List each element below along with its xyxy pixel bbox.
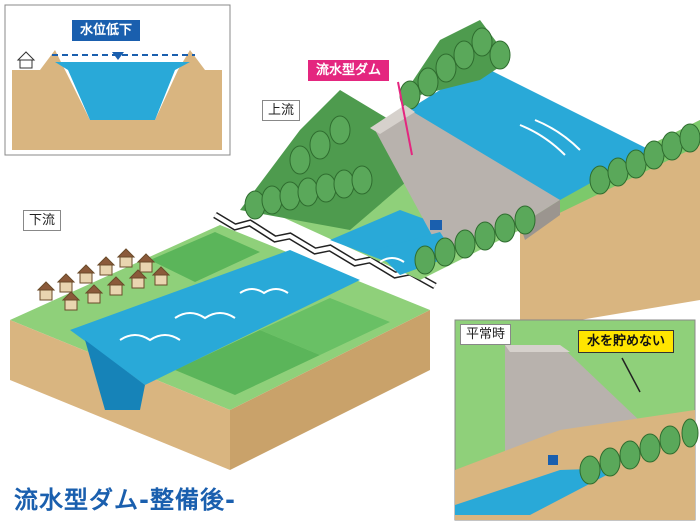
downstream-label: 下流 xyxy=(23,210,61,231)
water-level-drop-label: 水位低下 xyxy=(72,20,140,41)
inset-normal-dam-top xyxy=(505,345,570,352)
no-storage-label: 水を貯めない xyxy=(578,330,674,353)
dam-type-label: 流水型ダム xyxy=(308,60,389,81)
inset-normal-outlet xyxy=(548,455,558,465)
upstream-label: 上流 xyxy=(262,100,300,121)
page-title: 流水型ダム-整備後- xyxy=(14,480,236,515)
normal-time-label: 平常時 xyxy=(460,324,511,345)
dam-outlet xyxy=(430,220,442,230)
inset-house-body xyxy=(20,60,32,68)
